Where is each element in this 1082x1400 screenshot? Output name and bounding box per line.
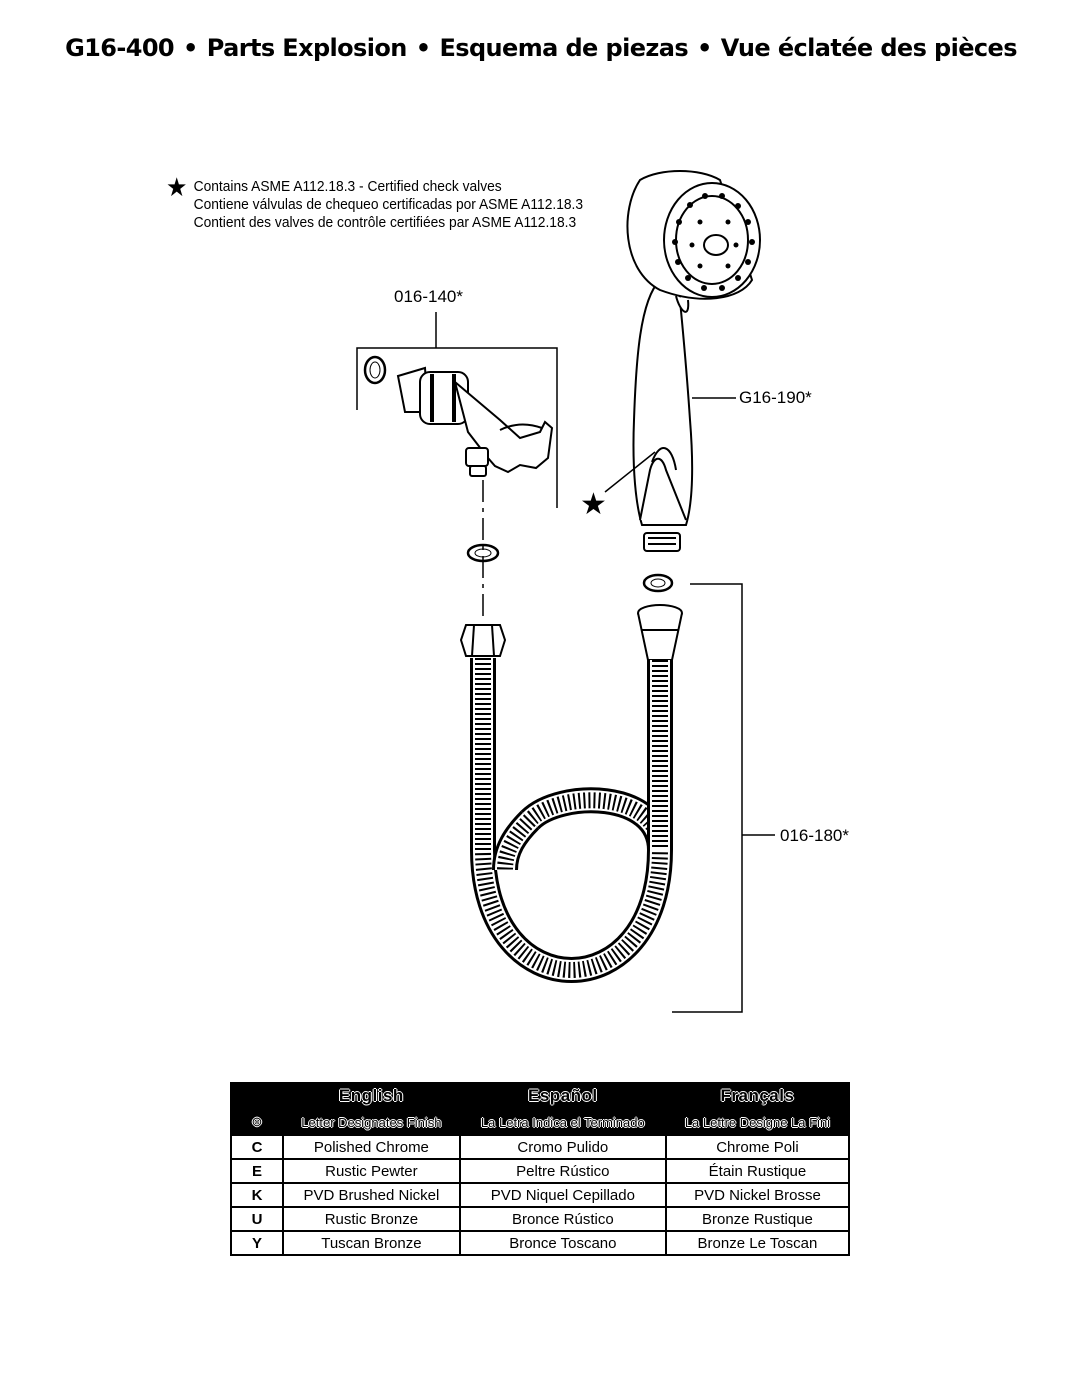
note-line-english: Contains ASME A112.18.3 - Certified chec… xyxy=(193,178,502,195)
table-row: K PVD Brushed Nickel PVD Niquel Cepillad… xyxy=(230,1182,851,1208)
flexible-hose xyxy=(470,658,674,983)
title-spanish: Esquema de piezas xyxy=(439,34,689,62)
table-row: E Rustic Pewter Peltre Rústico Étain Rus… xyxy=(230,1158,851,1184)
finish-french: Bronze Le Toscan xyxy=(664,1230,851,1256)
note-line-spanish: Contiene válvulas de chequeo certificada… xyxy=(193,196,584,213)
finish-code: E xyxy=(230,1158,284,1184)
subheader-spanish: La Letra Indica el Terminado xyxy=(458,1108,667,1136)
finish-english: Polished Chrome xyxy=(282,1134,461,1160)
callout-holder: 016-140* xyxy=(394,287,464,306)
finish-code: C xyxy=(230,1134,284,1160)
subheader-english: Letter Designates Finish xyxy=(282,1108,461,1136)
finish-english: Rustic Bronze xyxy=(282,1206,461,1232)
model-number: G16-400 xyxy=(65,34,175,62)
finish-spanish: Bronce Rústico xyxy=(458,1206,667,1232)
finish-code: U xyxy=(230,1206,284,1232)
hose-bracket xyxy=(672,583,775,1013)
language-english: English xyxy=(282,1082,461,1110)
table-row: C Polished Chrome Cromo Pulido Chrome Po… xyxy=(230,1134,851,1160)
callout-hose: 016-180* xyxy=(780,826,850,845)
subheader-french: La Lettre Designe La Fini xyxy=(664,1108,851,1136)
finish-english: Tuscan Bronze xyxy=(282,1230,461,1256)
holder-bracket xyxy=(356,312,558,508)
parts-diagram: ★ xyxy=(356,170,775,1013)
finish-spanish: PVD Niquel Cepillado xyxy=(458,1182,667,1208)
language-spanish: Español xyxy=(458,1082,667,1110)
hose-nut xyxy=(459,624,507,657)
callout-handshower: G16-190* xyxy=(739,388,812,407)
finish-french: PVD Nickel Brosse xyxy=(664,1182,851,1208)
language-french: Françals xyxy=(664,1082,851,1110)
circle-dot-icon: ⊙ xyxy=(230,1108,284,1136)
holder-washer xyxy=(466,543,500,563)
check-valve-leader xyxy=(604,451,656,493)
star-icon: ★ xyxy=(580,487,607,522)
certification-note: ★ Contains ASME A112.18.3 - Certified che… xyxy=(166,172,584,232)
finish-table: English Español Françals ⊙ Letter Design… xyxy=(230,1082,851,1256)
finish-english: Rustic Pewter xyxy=(282,1158,461,1184)
finish-spanish: Bronce Toscano xyxy=(458,1230,667,1256)
wall-holder xyxy=(396,366,554,477)
hose-cone xyxy=(637,604,683,661)
title-french: Vue éclatée des pièces xyxy=(720,34,1018,62)
finish-french: Étain Rustique xyxy=(664,1158,851,1184)
holder-o-ring xyxy=(363,355,387,385)
finish-french: Chrome Poli xyxy=(664,1134,851,1160)
finish-french: Bronze Rustique xyxy=(664,1206,851,1232)
finish-table-subheader-row: ⊙ Letter Designates Finish La Letra Indi… xyxy=(230,1108,851,1136)
finish-table-language-row: English Español Françals xyxy=(230,1082,851,1110)
finish-spanish: Cromo Pulido xyxy=(458,1134,667,1160)
star-icon: ★ xyxy=(166,172,188,202)
table-row: U Rustic Bronze Bronce Rústico Bronze Ru… xyxy=(230,1206,851,1232)
table-row: Y Tuscan Bronze Bronce Toscano Bronze Le… xyxy=(230,1230,851,1256)
finish-code: Y xyxy=(230,1230,284,1256)
finish-code: K xyxy=(230,1182,284,1208)
note-line-french: Contient des valves de contrôle certifié… xyxy=(193,214,577,231)
title-separator: • xyxy=(183,34,198,62)
handshower xyxy=(626,170,761,552)
title-separator: • xyxy=(415,34,431,62)
finish-spanish: Peltre Rústico xyxy=(458,1158,667,1184)
title-english: Parts Explosion xyxy=(206,34,408,62)
title-separator: • xyxy=(697,34,712,62)
page-title: G16-400•Parts Explosion•Esquema de pieza… xyxy=(0,34,1082,62)
finish-table-corner xyxy=(230,1082,284,1110)
handshower-washer xyxy=(642,573,674,593)
finish-english: PVD Brushed Nickel xyxy=(282,1182,461,1208)
